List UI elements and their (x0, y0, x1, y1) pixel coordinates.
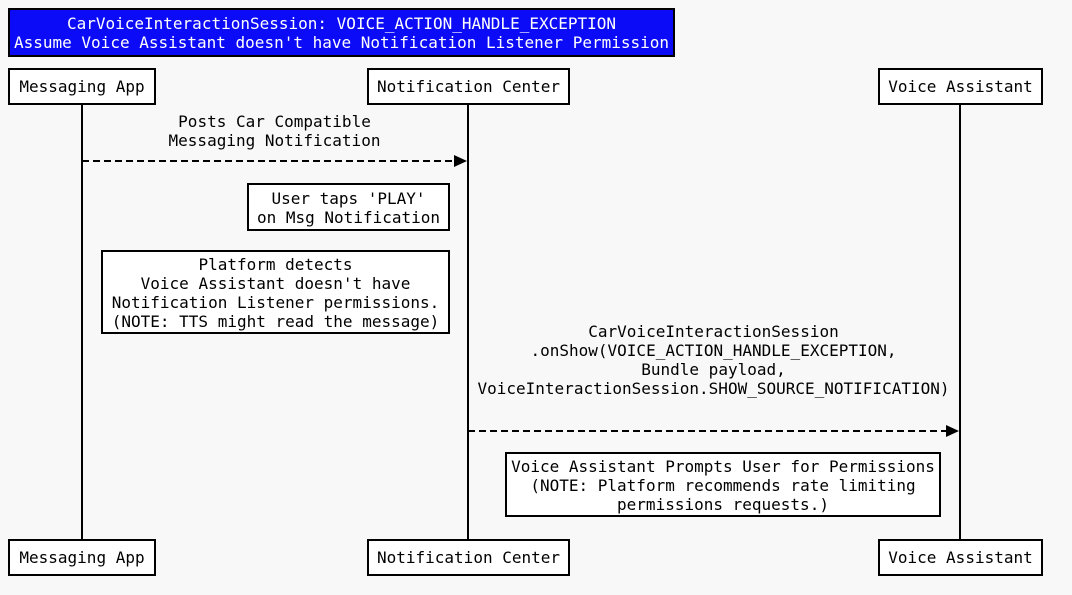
participant-label: Messaging App (19, 548, 145, 567)
participant-voice-assistant-top: Voice Assistant (878, 68, 1043, 105)
note-line: Platform detects (198, 255, 353, 274)
message-1-dashed-line (82, 160, 456, 162)
note-user-taps-play: User taps 'PLAY' on Msg Notification (247, 183, 450, 231)
message-1-line-2: Messaging Notification (168, 131, 381, 150)
lifeline-messaging-app (81, 105, 83, 539)
note-line: User taps 'PLAY' (271, 189, 426, 208)
participant-label: Voice Assistant (888, 77, 1033, 96)
message-2-arrowhead-icon (946, 425, 959, 437)
message-1-line-1: Posts Car Compatible (178, 112, 371, 131)
participant-messaging-app-top: Messaging App (8, 68, 156, 105)
note-line: (NOTE: Platform recommends rate limiting (530, 476, 916, 495)
message-2-label: CarVoiceInteractionSession .onShow(VOICE… (468, 322, 959, 398)
lifeline-voice-assistant (959, 105, 961, 539)
participant-label: Notification Center (376, 77, 561, 96)
participant-notification-center-top: Notification Center (367, 68, 570, 105)
message-1-label: Posts Car Compatible Messaging Notificat… (82, 112, 467, 150)
title-line-1: CarVoiceInteractionSession: VOICE_ACTION… (66, 14, 617, 33)
message-2-line-2: .onShow(VOICE_ACTION_HANDLE_EXCEPTION, (530, 341, 897, 360)
participant-label: Notification Center (376, 548, 561, 567)
note-line: Notification Listener permissions. (111, 293, 440, 312)
message-1-arrowhead-icon (454, 155, 467, 167)
participant-voice-assistant-bottom: Voice Assistant (878, 539, 1043, 576)
message-2-line-4: VoiceInteractionSession.SHOW_SOURCE_NOTI… (477, 379, 950, 398)
title-line-2: Assume Voice Assistant doesn't have Noti… (13, 33, 670, 52)
participant-notification-center-bottom: Notification Center (367, 539, 570, 576)
note-line: (NOTE: TTS might read the message) (111, 312, 440, 331)
participant-label: Messaging App (19, 77, 145, 96)
note-line: on Msg Notification (256, 208, 441, 227)
message-2-line-3: Bundle payload, (641, 360, 786, 379)
message-2-line-1: CarVoiceInteractionSession (588, 322, 839, 341)
note-voice-assistant-prompts: Voice Assistant Prompts User for Permiss… (505, 452, 941, 517)
note-line: Voice Assistant Prompts User for Permiss… (511, 457, 935, 476)
title-banner: CarVoiceInteractionSession: VOICE_ACTION… (8, 8, 675, 57)
message-2-dashed-line (468, 430, 947, 432)
participant-label: Voice Assistant (888, 548, 1033, 567)
note-platform-detects: Platform detects Voice Assistant doesn't… (101, 250, 450, 334)
lifeline-notification-center (467, 105, 469, 539)
participant-messaging-app-bottom: Messaging App (8, 539, 156, 576)
note-line: permissions requests.) (617, 495, 829, 514)
note-line: Voice Assistant doesn't have (140, 274, 411, 293)
